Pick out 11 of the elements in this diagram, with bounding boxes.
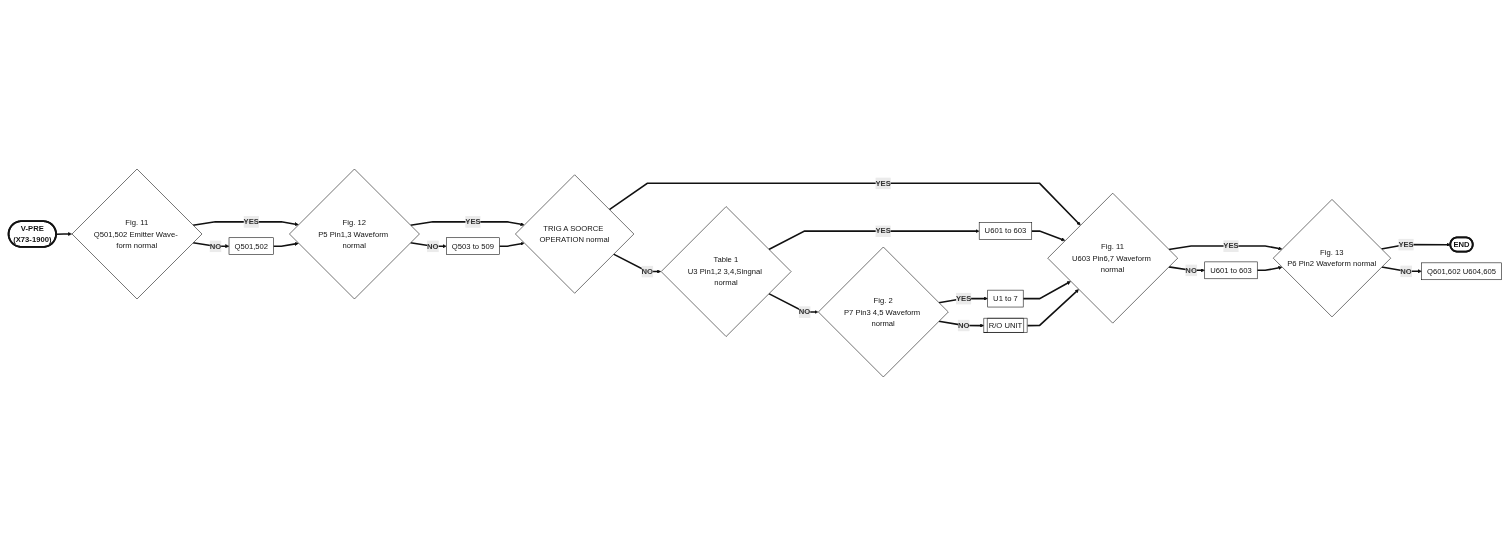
arrow xyxy=(409,221,524,227)
arrow xyxy=(1030,230,1065,242)
arrow xyxy=(1167,245,1282,251)
arrow xyxy=(272,241,299,247)
arrow xyxy=(191,221,299,227)
arrow xyxy=(498,241,524,247)
arrow xyxy=(1026,289,1079,327)
arrow xyxy=(1256,265,1282,272)
arrow xyxy=(767,229,979,251)
arrow xyxy=(608,182,1081,226)
arrow xyxy=(1021,281,1071,300)
